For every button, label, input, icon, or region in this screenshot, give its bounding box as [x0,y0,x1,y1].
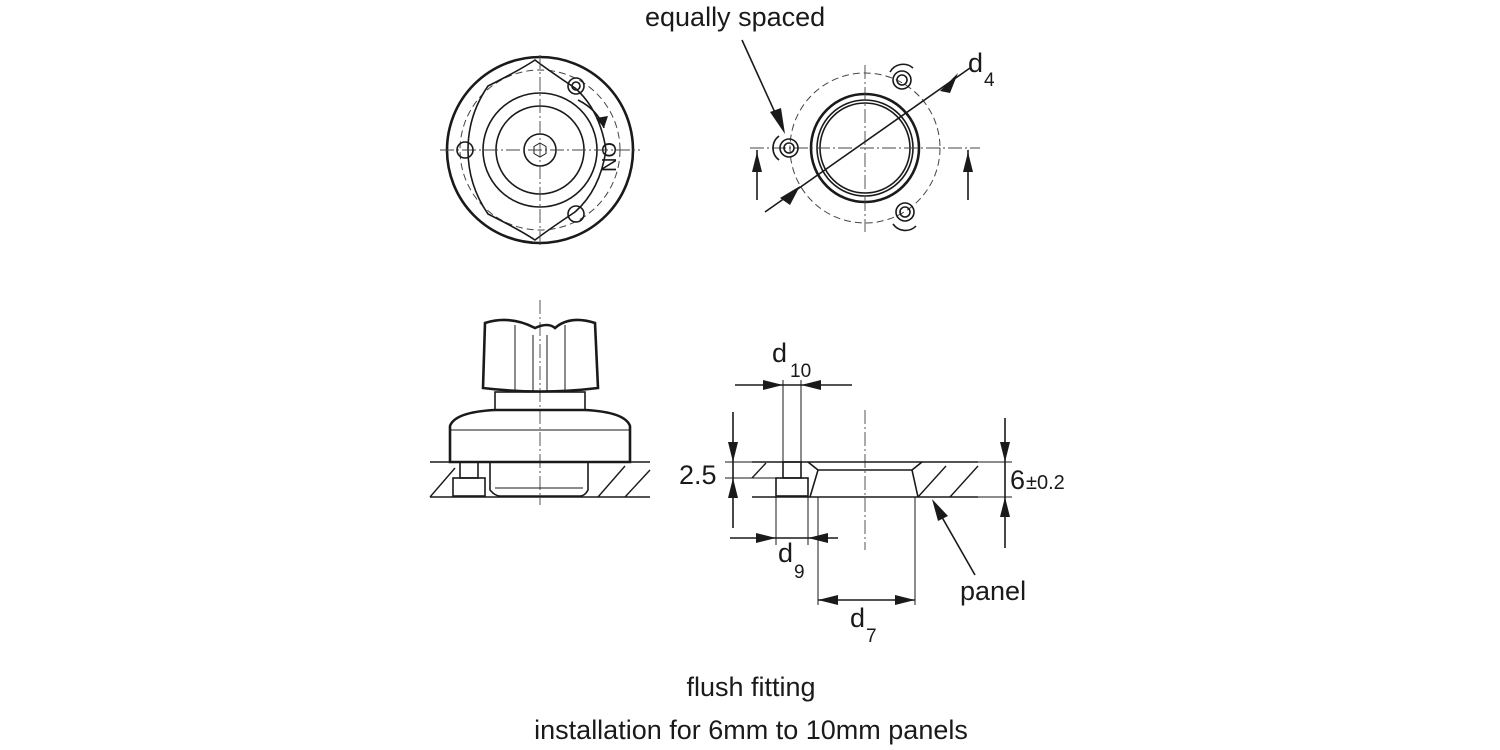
hole-pattern-view [741,39,980,232]
d7-label: d [850,603,865,633]
d4-subscript: 4 [984,70,995,91]
on-mark-text: ON [597,142,619,172]
d10-label: d [772,338,787,368]
dim-6-label: 6 [1010,465,1025,495]
dim-2-5-label: 2.5 [679,460,717,490]
d7-subscript: 7 [866,626,877,647]
d4-label: d [968,48,983,78]
panel-label: panel [960,576,1026,606]
d10-subscript: 10 [790,361,811,382]
knob-top-view: ON [440,55,640,245]
d9-label: d [778,538,793,568]
knob-side-view [429,300,651,505]
mounting-hole-left [772,135,799,161]
dim-6-tolerance: ±0.2 [1026,472,1065,494]
mounting-hole-top [889,63,914,90]
d9-subscript: 9 [794,562,805,583]
caption-line-2: installation for 6mm to 10mm panels [534,715,968,745]
mounting-hole-bottom [892,202,917,232]
caption-line-1: flush fitting [686,672,815,702]
panel-section-view [725,380,1012,605]
equally-spaced-label: equally spaced [645,2,825,32]
